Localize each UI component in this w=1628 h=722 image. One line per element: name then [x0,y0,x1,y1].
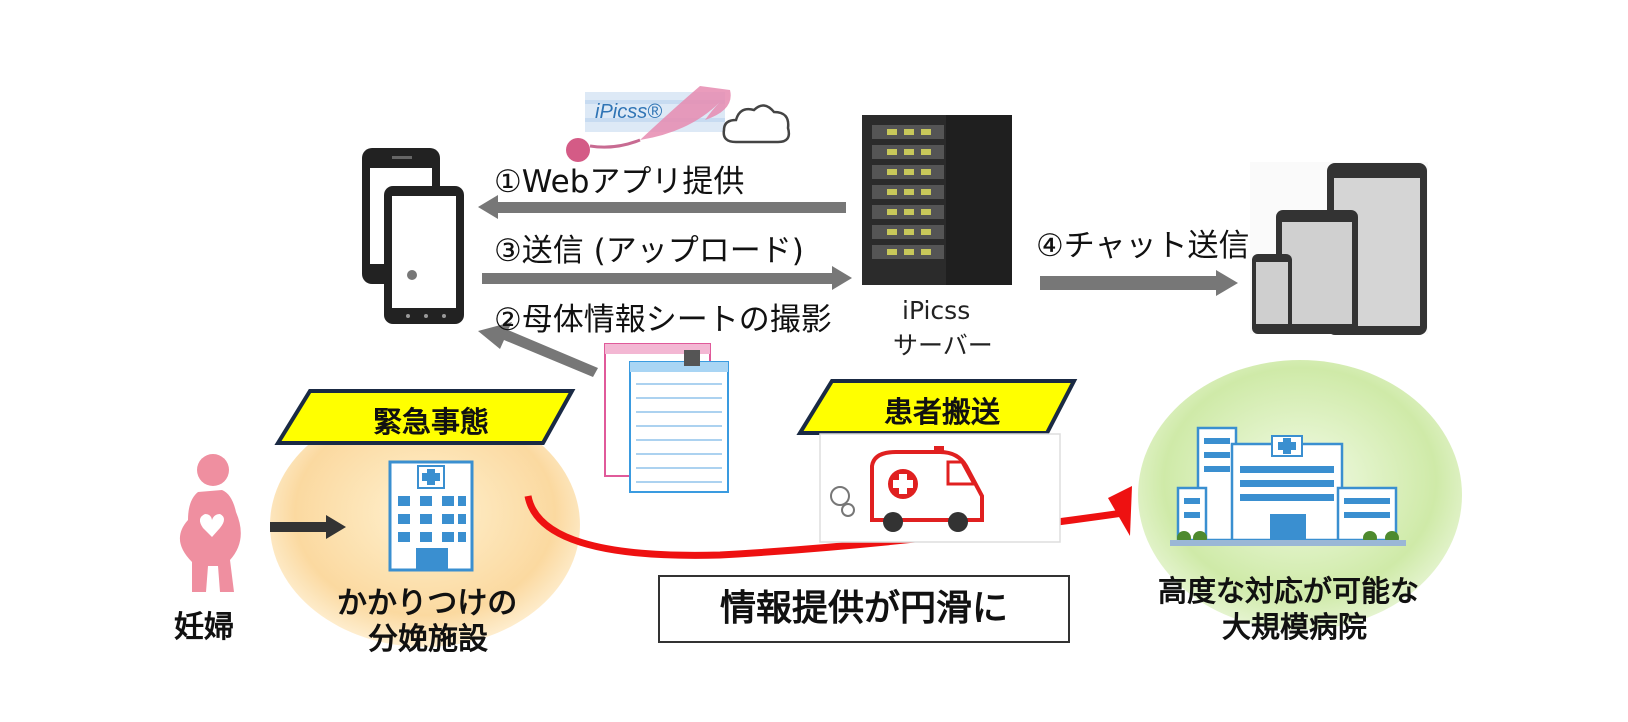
logo-text: iPicss® [595,101,662,123]
arrow-step4 [1040,270,1238,296]
banner-emergency-text: 緊急事態 [372,405,489,439]
document-icon [604,343,729,493]
patient-label: 妊婦 [174,610,234,645]
arrow-patient [270,515,346,539]
clinic-icon [388,460,474,572]
ipicss-logo: iPicss® [566,86,731,162]
arrow-step2 [478,322,598,377]
smartphone-icon [362,148,464,324]
step2-label: ②母体情報シートの撮影 [494,302,832,338]
pregnant-woman-icon [179,454,241,592]
hospital-label-line2: 大規模病院 [1222,610,1368,644]
ambulance-icon [830,446,984,532]
summary-box: 情報提供が円滑に [658,575,1070,643]
step4-label: ④チャット送信 [1036,228,1250,264]
server-label-line2: サーバー [893,331,993,360]
clinic-label-line2: 分娩施設 [368,622,488,657]
banner-emergency-shape [274,389,576,445]
arrow-step1 [478,195,846,219]
server-label-line1: iPicss [902,296,971,325]
step3-label: ③送信 (アップロード) [494,233,804,269]
banner-transport-shape [796,379,1078,435]
tablet-icon [1250,162,1428,335]
hospital-icon [1170,426,1406,546]
server-icon [862,115,1012,285]
cloud-icon [722,104,791,144]
banner-transport: 患者搬送 [820,381,1064,433]
arrow-step3 [482,266,852,290]
step1-label: ①Webアプリ提供 [494,164,745,200]
clinic-label-line1: かかりつけの [337,586,518,621]
banner-transport-text: 患者搬送 [883,395,1000,429]
banner-emergency: 緊急事態 [300,391,562,443]
hospital-label-line1: 高度な対応が可能な [1158,574,1420,608]
